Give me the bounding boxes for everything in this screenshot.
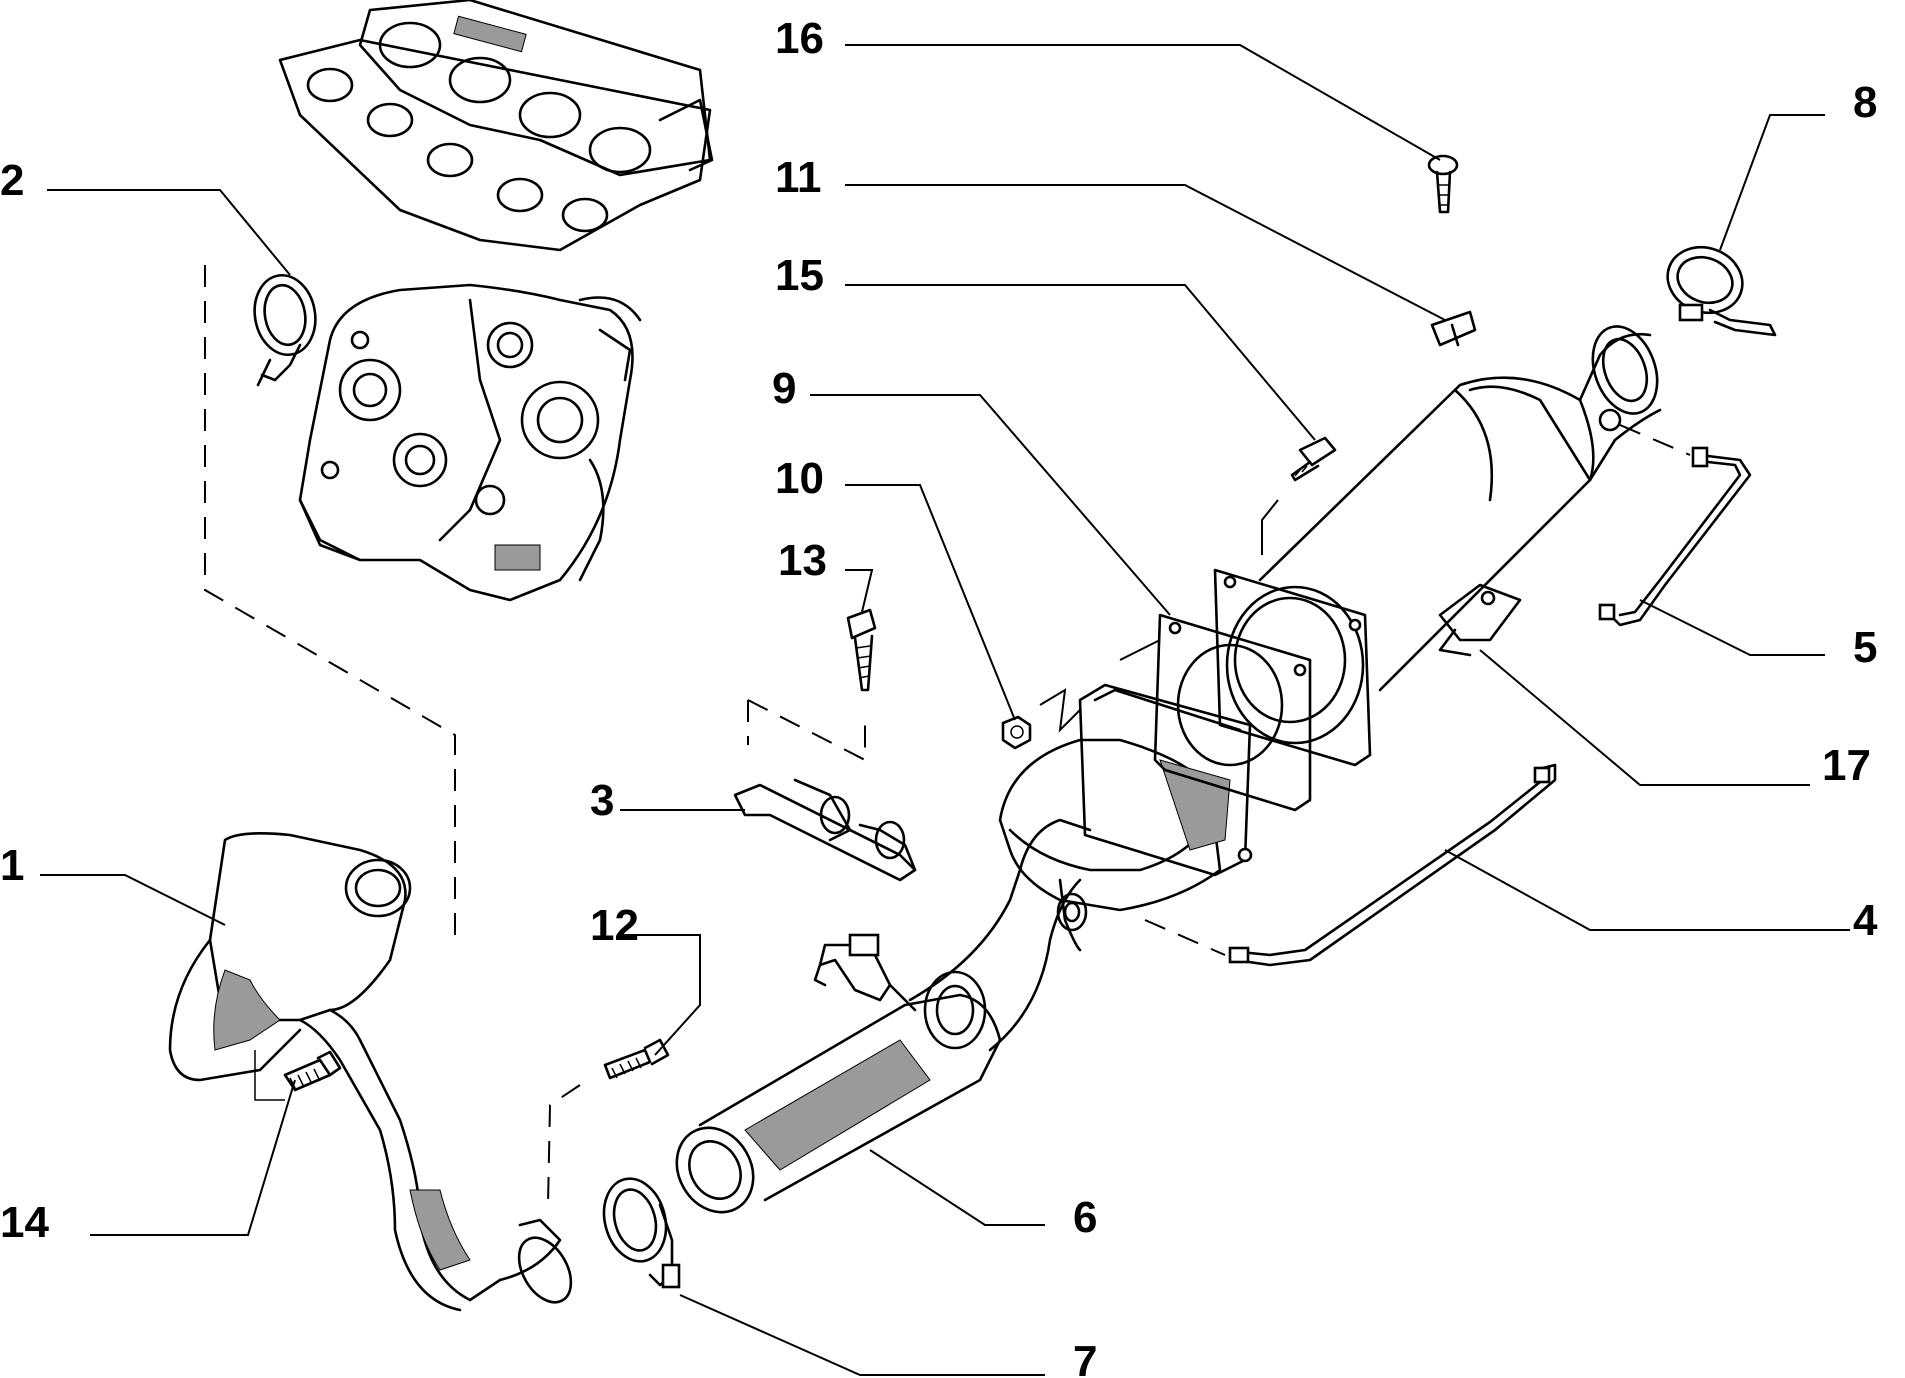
- callout-9: 9: [772, 364, 796, 413]
- callout-1: 1: [0, 841, 24, 890]
- engine-turbo-assembly: [278, 0, 714, 602]
- assembly-line: [1261, 499, 1279, 555]
- particulate-filter: [1213, 325, 1662, 767]
- intermediate-pipe: [675, 818, 1092, 1214]
- callout-6: 6: [1073, 1193, 1097, 1242]
- exhaust-manifold-gasket: [278, 38, 712, 252]
- screw: [846, 608, 877, 692]
- callout-5: 5: [1853, 623, 1877, 672]
- bolt: [1290, 436, 1337, 482]
- nut: [1001, 715, 1032, 750]
- turbocharger: [298, 283, 642, 602]
- callout-2: 2: [0, 156, 24, 205]
- callout-11: 11: [775, 153, 822, 202]
- assembly-line: [1039, 688, 1081, 733]
- callout-7: 7: [1073, 1337, 1097, 1378]
- retaining-clip: [1430, 310, 1477, 347]
- front-exhaust-pipe: [168, 832, 573, 1312]
- catalytic-converter: [998, 683, 1253, 952]
- clamp-ring: [602, 1177, 681, 1289]
- clamp: [1666, 245, 1777, 337]
- callout-15: 15: [775, 251, 824, 300]
- callout-12: 12: [590, 901, 639, 950]
- mounting-bracket: [733, 778, 917, 882]
- assembly-line: [1119, 639, 1161, 661]
- callout-10: 10: [775, 454, 824, 503]
- bolt: [603, 1038, 670, 1080]
- callout-17: 17: [1822, 741, 1871, 790]
- bolt: [1427, 154, 1459, 214]
- assembly-dashed-line: [204, 265, 456, 935]
- exhaust-manifold: [358, 0, 714, 177]
- sensor-dashed-line: [1619, 424, 1691, 456]
- pressure-sensor-pipe-rear: [1598, 446, 1752, 627]
- callout-8: 8: [1853, 78, 1877, 127]
- bolt-dashed-line: [547, 1084, 581, 1206]
- callout-14: 14: [0, 1198, 49, 1247]
- leader-lines: [40, 44, 1850, 1376]
- pressure-sensor-pipe-front: [1228, 763, 1557, 967]
- callout-4: 4: [1853, 896, 1878, 945]
- callout-16: 16: [775, 14, 824, 63]
- bracket-dashed-line: [747, 699, 866, 762]
- clamp-ring: [253, 273, 317, 387]
- callout-13: 13: [778, 536, 827, 585]
- bolt-guide-line: [254, 1050, 285, 1101]
- callout-3: 3: [590, 776, 614, 825]
- sensor-dashed-line: [1144, 919, 1226, 956]
